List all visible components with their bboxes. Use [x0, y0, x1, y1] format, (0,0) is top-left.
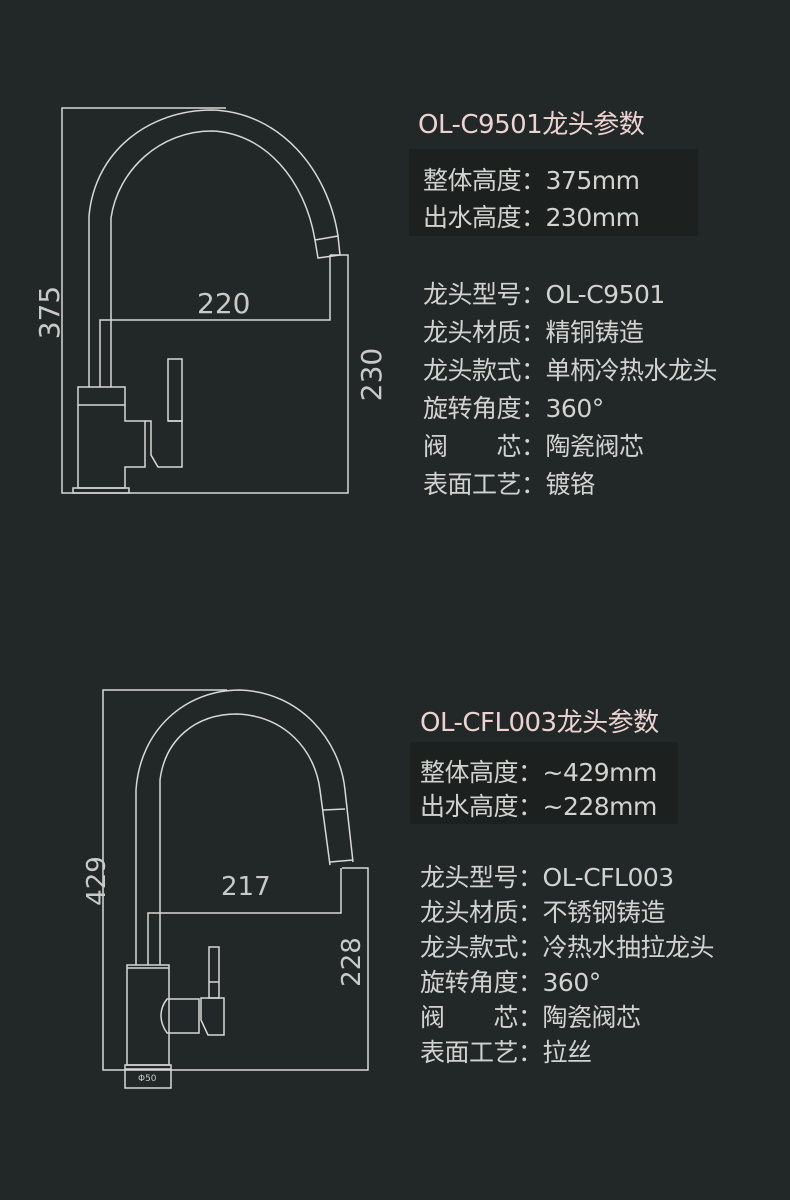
faucet-drawing-c9501: [61, 107, 349, 494]
spec-label: 表面工艺：: [423, 470, 546, 499]
height-summary-box: [409, 149, 698, 236]
spec-label: 旋转角度：: [420, 968, 543, 997]
spec-value: 360°: [542, 968, 602, 997]
handle-body: [145, 420, 183, 468]
dimension-label-total-height: 375: [33, 285, 67, 340]
spec-value: 360°: [545, 394, 605, 423]
product-title: OL-CFL003龙头参数: [420, 708, 659, 738]
spec-value: 冷热水抽拉龙头: [542, 933, 715, 962]
spec-row-finish: 表面工艺：拉丝: [420, 1033, 592, 1069]
spec-label: 龙头款式：: [420, 933, 543, 962]
spec-label: 旋转角度：: [423, 394, 546, 423]
spec-label: 龙头材质：: [420, 898, 543, 927]
faucet-base: [124, 1064, 172, 1089]
spec-value: ~429mm: [542, 758, 658, 787]
spec-label: 龙头材质：: [423, 318, 546, 347]
spec-row-style: 龙头款式：单柄冷热水龙头: [423, 351, 718, 387]
spec-value: 不锈钢铸造: [542, 898, 666, 927]
spec-value: 230mm: [545, 203, 640, 232]
spec-row-model: 龙头型号：OL-CFL003: [420, 858, 674, 894]
handle-lever: [208, 946, 220, 999]
dimension-label-spout-height: 228: [336, 937, 367, 987]
handle-body: [200, 997, 225, 1036]
spec-value: OL-CFL003: [542, 863, 675, 892]
spec-value: 375mm: [545, 166, 640, 195]
spout-inner: [159, 713, 331, 965]
dimension-line-reach: [147, 868, 342, 965]
spec-label: 整体高度：: [420, 758, 543, 787]
spec-value: 陶瓷阀芯: [545, 432, 645, 461]
spout-pullout-joint: [322, 808, 346, 811]
spec-label: 整体高度：: [423, 166, 546, 195]
product-title: OL-C9501龙头参数: [418, 110, 645, 140]
spec-row-material: 龙头材质：不锈钢铸造: [420, 893, 666, 929]
spec-value: 拉丝: [542, 1038, 593, 1067]
spec-label: 表面工艺：: [420, 1038, 543, 1067]
dimension-line-total-height: [61, 107, 349, 494]
spec-label: 龙头型号：: [420, 863, 543, 892]
dimension-label-base-diameter: Φ50: [138, 1074, 157, 1084]
spec-row-total-height: 整体高度：375mm: [423, 161, 640, 197]
spec-label: 阀 芯：: [423, 432, 546, 461]
faucet-body-cap: [77, 386, 126, 406]
dimension-line-reach: [99, 255, 331, 387]
spec-row-spout-height: 出水高度：230mm: [423, 198, 640, 234]
spec-row-spout-height: 出水高度：~228mm: [420, 787, 657, 823]
spec-label: 出水高度：: [420, 792, 543, 821]
spec-row-valve-core: 阀 芯：陶瓷阀芯: [420, 998, 641, 1034]
spout-outer: [135, 689, 354, 965]
spec-label: 阀 芯：: [420, 1003, 543, 1032]
spec-row-material: 龙头材质：精铜铸造: [423, 313, 644, 349]
faucet-body: [126, 964, 170, 1066]
spec-label: 龙头款式：: [423, 356, 546, 385]
dimension-label-total-height: 429: [81, 856, 112, 906]
spout-nozzle-tip: [329, 859, 354, 863]
dimension-label-reach: 217: [221, 872, 271, 902]
spec-value: ~228mm: [542, 792, 658, 821]
spec-row-model: 龙头型号：OL-C9501: [423, 275, 665, 311]
spec-value: 精铜铸造: [545, 318, 645, 347]
handle-lever: [167, 358, 183, 422]
height-summary-box: [410, 742, 678, 824]
faucet-body: [77, 405, 146, 489]
spec-label: 出水高度：: [423, 203, 546, 232]
spec-row-style: 龙头款式：冷热水抽拉龙头: [420, 928, 715, 964]
spec-value: OL-C9501: [545, 280, 666, 309]
spec-value: 镀铬: [545, 470, 596, 499]
spec-row-finish: 表面工艺：镀铬: [423, 465, 595, 501]
spout-outer: [88, 109, 339, 387]
spec-row-total-height: 整体高度：~429mm: [420, 753, 657, 789]
spec-row-rotation: 旋转角度：360°: [423, 389, 604, 425]
dimension-label-spout-height: 230: [355, 347, 389, 402]
faucet-base: [72, 487, 130, 494]
spec-label: 龙头型号：: [423, 280, 546, 309]
spec-row-valve-core: 阀 芯：陶瓷阀芯: [423, 427, 644, 463]
spec-value: 陶瓷阀芯: [542, 1003, 642, 1032]
spout-inner: [110, 130, 316, 387]
spec-row-rotation: 旋转角度：360°: [420, 963, 601, 999]
dimension-line-total-height: [102, 689, 369, 1071]
handle-connector: [160, 998, 200, 1034]
spout-nozzle: [314, 235, 341, 259]
dimension-label-reach: 220: [197, 287, 251, 320]
spec-value: 单柄冷热水龙头: [545, 356, 718, 385]
faucet-drawing-cfl003: [102, 689, 369, 1089]
